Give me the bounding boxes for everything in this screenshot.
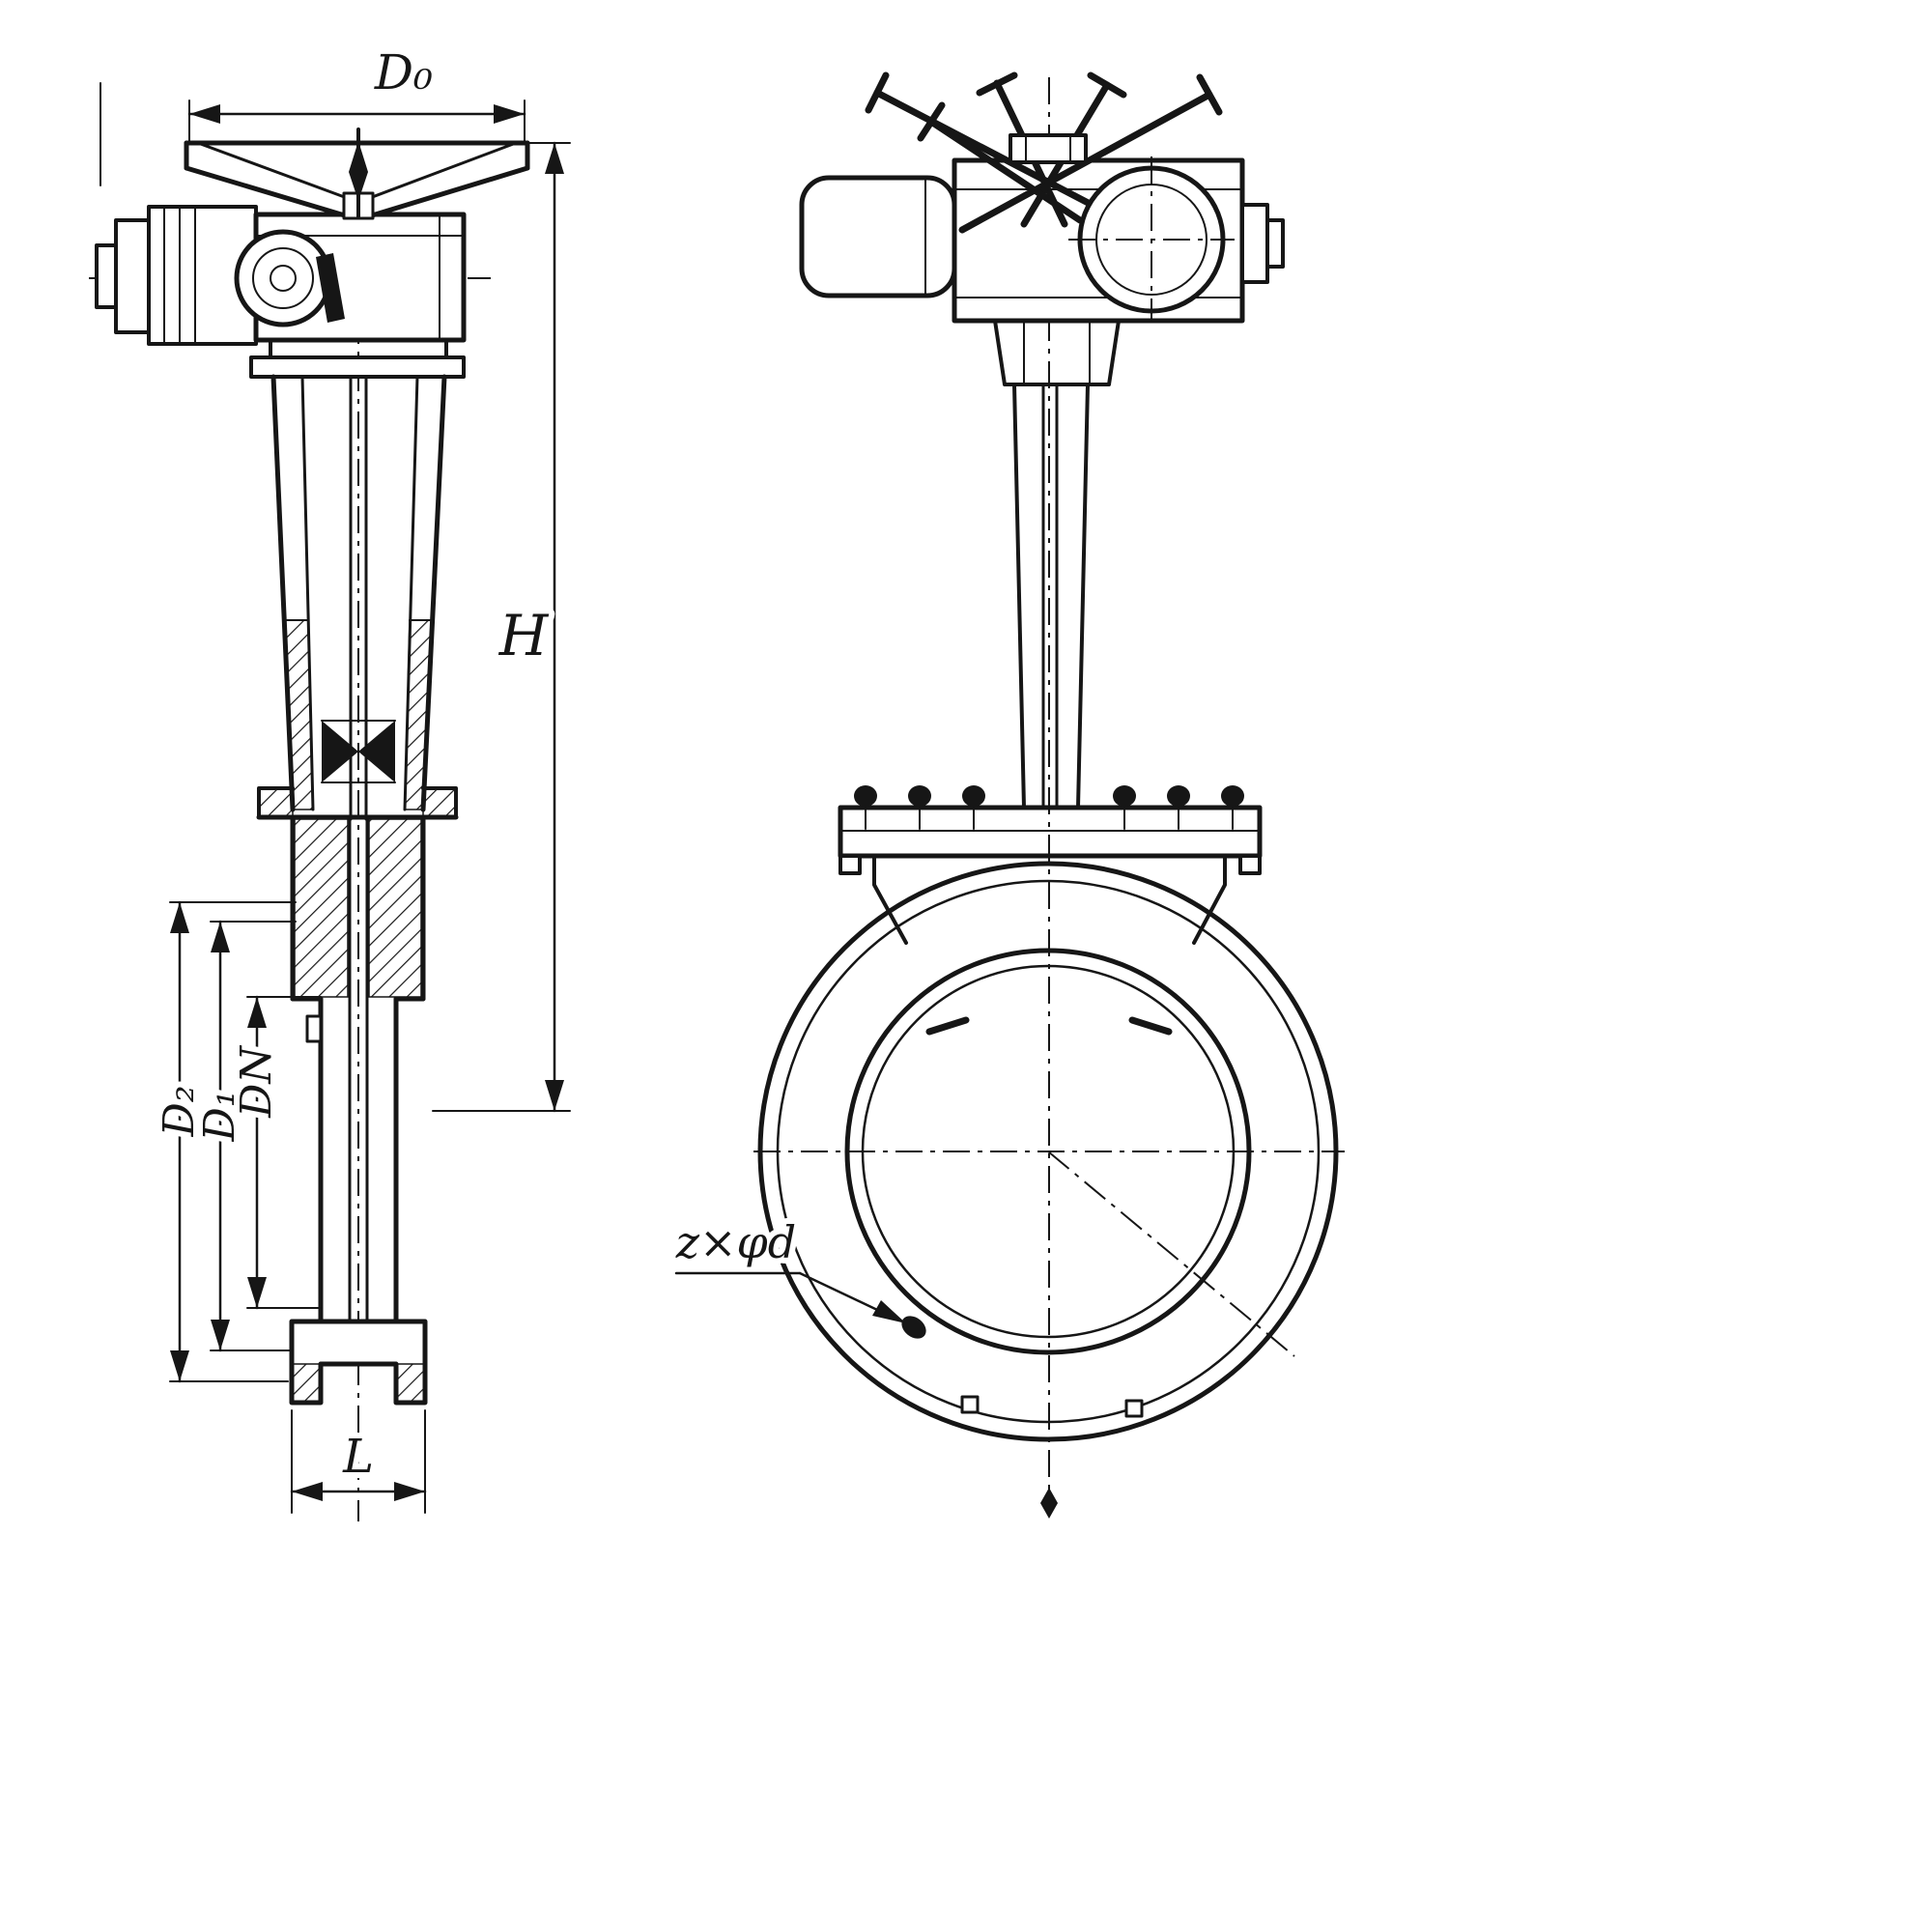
label-d2: D₂ — [155, 1086, 204, 1138]
label-l: L — [342, 1430, 374, 1484]
label-bolt-pattern: z×φd — [675, 1216, 796, 1268]
dimension-dn: DN — [226, 995, 322, 1310]
label-dn: DN — [232, 1045, 281, 1119]
valve-body-front — [753, 861, 1345, 1442]
stem-column-front — [993, 319, 1121, 810]
side-section-view: D₀ H D₂ D₁ — [89, 39, 571, 1521]
motor-front — [799, 175, 957, 298]
valve-body-side — [256, 786, 459, 1406]
dimension-h: H — [370, 141, 571, 1113]
dimension-d0: D₀ — [187, 39, 526, 142]
flange-bolts — [854, 785, 1244, 830]
actuator-motor-side — [95, 205, 258, 346]
label-d0: D₀ — [374, 44, 433, 100]
dimension-d2: D₂ — [149, 900, 297, 1383]
declutch-lever — [316, 253, 345, 323]
arrowhead — [494, 104, 525, 124]
dimension-l: L — [290, 1409, 427, 1514]
seat-slots — [925, 1016, 1173, 1036]
bolt-hole — [901, 1316, 926, 1339]
label-h: H — [498, 603, 550, 668]
body-boss — [305, 1014, 323, 1043]
top-wheel-side — [184, 128, 530, 220]
arrowhead — [189, 104, 220, 124]
label-d1: D₁ — [195, 1091, 244, 1143]
yoke-side — [270, 374, 447, 821]
stem-hub — [1009, 133, 1088, 164]
actuator-body-side — [234, 212, 467, 379]
front-view: z×φd — [669, 71, 1345, 1519]
bolt-callout: z×φd — [669, 1210, 926, 1339]
dimension-d1: D₁ — [189, 920, 297, 1352]
stem-tip — [349, 141, 368, 201]
centerline-mark — [1040, 1488, 1058, 1519]
handwheel-port-front — [1009, 133, 1235, 323]
handwheel-port-ring — [252, 247, 314, 309]
leader-arrowhead — [872, 1300, 906, 1323]
gate-plate — [348, 815, 369, 1323]
bonnet-flange-front — [838, 785, 1263, 945]
stem-nut — [322, 721, 358, 782]
